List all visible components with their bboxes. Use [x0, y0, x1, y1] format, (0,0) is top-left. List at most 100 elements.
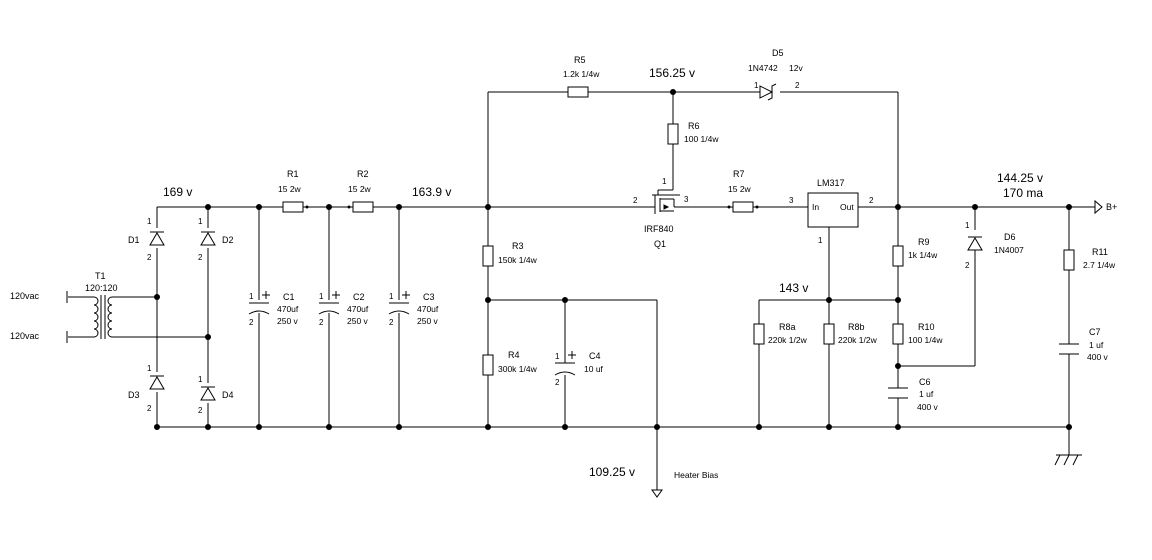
svg-text:1: 1 [147, 364, 152, 373]
resistor-r8b: R8b 220k 1/2w [823, 322, 878, 345]
resistor-r2: R2 15 2w [348, 169, 374, 213]
ac-input-label: 120vac [10, 291, 40, 301]
resistor-r10: R10 100 1/4w [892, 322, 943, 345]
svg-text:D6: D6 [1004, 232, 1016, 242]
resistor-r7: R7 15 2w [728, 169, 754, 213]
svg-text:400 v: 400 v [1087, 352, 1109, 362]
svg-text:2: 2 [249, 318, 254, 327]
svg-text:1: 1 [754, 81, 759, 90]
diode-d4: 1 2 D4 [198, 375, 234, 415]
c3-voltage: 250 v [417, 316, 439, 326]
node-voltage-rectified: 169 v [163, 185, 192, 199]
svg-text:1 uf: 1 uf [919, 389, 934, 399]
svg-text:300k 1/4w: 300k 1/4w [498, 364, 538, 374]
svg-text:220k 1/2w: 220k 1/2w [838, 335, 878, 345]
svg-text:1: 1 [555, 352, 560, 361]
node-voltage-gate: 156.25 v [649, 66, 695, 80]
svg-text:R6: R6 [688, 121, 700, 131]
svg-text:R2: R2 [357, 169, 369, 179]
svg-text:15 2w: 15 2w [728, 184, 752, 194]
svg-text:1 uf: 1 uf [1089, 340, 1104, 350]
node-voltage-adjust: 143 v [779, 281, 808, 295]
svg-text:R8b: R8b [848, 322, 865, 332]
svg-text:100 1/4w: 100 1/4w [908, 335, 943, 345]
junction-dots [154, 89, 1072, 430]
c3-ref: C3 [423, 292, 435, 302]
c1-voltage: 250 v [277, 316, 299, 326]
wires [68, 91, 1095, 490]
svg-text:R10: R10 [918, 322, 935, 332]
node-current-output: 170 ma [1003, 186, 1043, 200]
node-labels: 169 v 163.9 v 156.25 v 144.25 v 170 ma 1… [163, 66, 1117, 480]
svg-text:15 2w: 15 2w [278, 184, 302, 194]
heater-bias-label: Heater Bias [674, 470, 718, 480]
svg-text:IRF840: IRF840 [644, 224, 674, 234]
svg-text:2: 2 [147, 253, 152, 262]
svg-text:12v: 12v [789, 63, 803, 73]
svg-text:R4: R4 [508, 350, 520, 360]
svg-text:15 2w: 15 2w [348, 184, 372, 194]
svg-text:1: 1 [965, 221, 970, 230]
resistor-r6: R6 100 1/4w [667, 121, 719, 145]
svg-text:100 1/4w: 100 1/4w [684, 134, 719, 144]
svg-text:Out: Out [840, 202, 854, 212]
resistor-r8a: R8a 220k 1/2w [753, 322, 808, 345]
svg-text:R3: R3 [512, 241, 524, 251]
mosfet-q1: 2 1 3 IRF840 Q1 [633, 177, 689, 249]
svg-text:2: 2 [198, 253, 203, 262]
svg-text:1: 1 [662, 177, 667, 186]
diode-d1: 1 2 D1 [128, 217, 165, 262]
t1-ratio: 120:120 [85, 283, 118, 293]
c1-ref: C1 [283, 292, 295, 302]
svg-text:1: 1 [818, 236, 823, 245]
svg-text:3: 3 [684, 195, 689, 204]
svg-text:2: 2 [965, 261, 970, 270]
capacitor-c6: C6 1 uf 400 v [888, 377, 939, 412]
svg-text:R11: R11 [1092, 247, 1108, 257]
resistor-r1: R1 15 2w [278, 169, 304, 213]
svg-text:C4: C4 [589, 351, 601, 361]
svg-text:2: 2 [147, 404, 152, 413]
svg-text:1k 1/4w: 1k 1/4w [908, 250, 938, 260]
svg-text:2: 2 [555, 378, 560, 387]
svg-text:1: 1 [319, 292, 324, 301]
diode-d3: 1 2 D3 [128, 364, 165, 413]
c2-value: 470uf [347, 304, 369, 314]
capacitor-c7: C7 1 uf 400 v [1059, 327, 1109, 362]
svg-text:1: 1 [249, 292, 254, 301]
svg-text:In: In [812, 202, 819, 212]
d1-ref: D1 [128, 235, 140, 245]
svg-text:2: 2 [795, 81, 800, 90]
d3-ref: D3 [128, 390, 140, 400]
resistor-r9: R9 1k 1/4w [892, 237, 938, 267]
svg-text:C7: C7 [1089, 327, 1101, 337]
capacitor-c1: 1 2 C1 470uf 250 v [248, 291, 299, 327]
ground-symbol [1054, 454, 1082, 466]
svg-text:150k 1/4w: 150k 1/4w [498, 255, 538, 265]
svg-text:2: 2 [389, 318, 394, 327]
svg-text:R5: R5 [574, 55, 586, 65]
svg-text:1: 1 [147, 217, 152, 226]
node-voltage-bias: 109.25 v [589, 465, 635, 479]
svg-text:R1: R1 [287, 169, 299, 179]
diode-d2: 1 2 D2 [198, 217, 234, 262]
c2-ref: C2 [353, 292, 365, 302]
lm317-regulator: In Out LM317 3 2 1 [789, 178, 874, 245]
svg-text:R7: R7 [733, 169, 745, 179]
transformer-t1: T1 120:120 [85, 271, 118, 339]
resistor-r11: R11 2.7 1/4w [1063, 247, 1116, 271]
svg-text:2.7 1/4w: 2.7 1/4w [1083, 260, 1116, 270]
svg-text:2: 2 [633, 196, 638, 205]
ac-input-1: 120vac [10, 291, 68, 303]
resistor-r3: R3 150k 1/4w [482, 241, 538, 267]
svg-text:1.2k 1/4w: 1.2k 1/4w [563, 69, 600, 79]
node-voltage-output: 144.25 v [997, 171, 1043, 185]
resistor-r4: R4 300k 1/4w [482, 350, 538, 376]
c3-value: 470uf [417, 304, 439, 314]
svg-text:3: 3 [789, 196, 794, 205]
d4-ref: D4 [222, 390, 234, 400]
zener-diode-d5: 1 2 D5 1N4742 12v [748, 48, 803, 101]
svg-text:R9: R9 [918, 237, 930, 247]
d2-ref: D2 [222, 235, 234, 245]
